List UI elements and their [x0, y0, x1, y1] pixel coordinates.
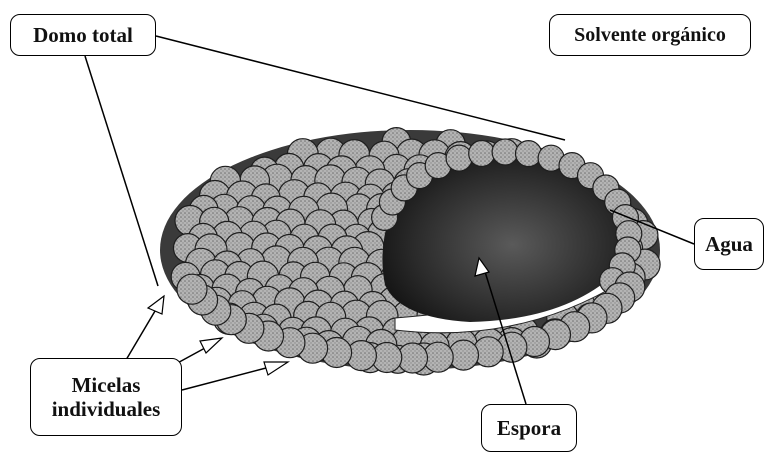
label-solvente-organico: Solvente orgánico — [549, 14, 751, 56]
label-espora: Espora — [481, 404, 577, 452]
leader-domo-2 — [156, 36, 565, 140]
micelas-line-2: individuales — [52, 397, 161, 421]
micelas-arrow-1 — [126, 296, 164, 360]
micelle-sphere — [446, 145, 472, 171]
leader-domo-1 — [85, 56, 158, 286]
micelle-sphere — [469, 141, 495, 167]
label-micelas-individuales: Micelas individuales — [30, 358, 182, 436]
micelle-sphere — [492, 139, 518, 165]
label-agua: Agua — [694, 218, 764, 270]
label-domo-total: Domo total — [10, 14, 156, 56]
micelas-line-1: Micelas — [72, 373, 141, 397]
micelas-arrow-3 — [182, 362, 288, 390]
micelle-sphere — [177, 274, 207, 304]
micelle-sphere — [516, 141, 542, 167]
